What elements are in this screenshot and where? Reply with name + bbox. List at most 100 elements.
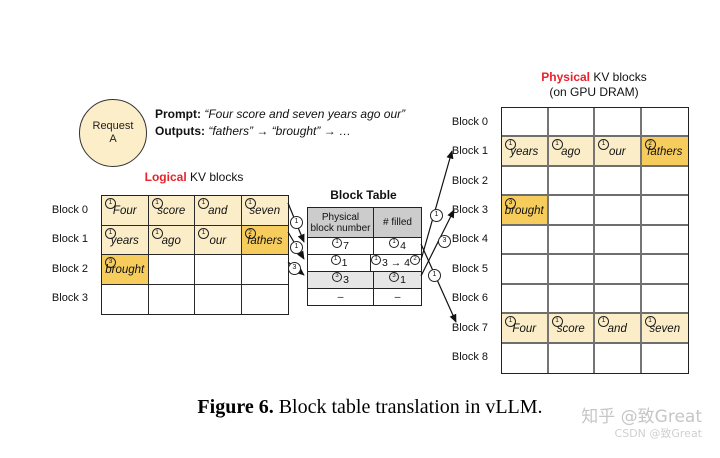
cell-value: – bbox=[394, 291, 401, 303]
kv-cell bbox=[595, 108, 642, 138]
step-badge: 1 bbox=[290, 241, 303, 254]
step-badge: 1 bbox=[332, 238, 343, 248]
step-badge: 1 bbox=[330, 255, 341, 265]
outputs-line: Outputs: “fathers” → “brought” → … bbox=[155, 123, 405, 140]
slot-number-badge: 3 bbox=[105, 257, 116, 268]
kv-cell bbox=[595, 343, 642, 373]
step-badge: 3 bbox=[438, 235, 451, 248]
kv-cell bbox=[548, 255, 595, 285]
kv-cell-word: and bbox=[208, 205, 228, 217]
kv-cell-word: ago bbox=[561, 146, 581, 159]
kv-cell bbox=[641, 285, 688, 315]
kv-cell bbox=[241, 255, 288, 285]
row-label: Block 8 bbox=[451, 351, 488, 364]
request-label-line2: A bbox=[109, 133, 117, 145]
col-header-physical-block-number: Physical block number bbox=[308, 208, 374, 237]
kv-cell bbox=[502, 255, 549, 285]
kv-cell bbox=[641, 226, 688, 256]
slot-number-badge: 3 bbox=[505, 198, 516, 210]
slot-number-badge: 1 bbox=[598, 316, 609, 328]
kv-cell bbox=[502, 108, 549, 138]
kv-cell-word: fathers bbox=[247, 234, 283, 247]
row-label: Block 3 bbox=[451, 204, 488, 217]
kv-cell-word: Four bbox=[112, 205, 137, 217]
step-badge: 3 bbox=[332, 272, 343, 282]
row-label: Block 6 bbox=[451, 292, 488, 305]
kv-cell bbox=[641, 255, 688, 285]
cell-value: 3 bbox=[343, 274, 349, 286]
caption-text: Block table translation in vLLM. bbox=[273, 396, 543, 418]
step-badge: 1 bbox=[370, 255, 381, 265]
request-a-badge: Request A bbox=[79, 99, 147, 167]
kv-cell-word: brought bbox=[105, 264, 145, 276]
slot-number-badge: 1 bbox=[644, 316, 656, 328]
kv-cell bbox=[548, 225, 595, 256]
prompt-text: “Four score and seven years ago our” bbox=[204, 107, 406, 121]
kv-cell-word: years bbox=[510, 146, 539, 159]
kv-cell bbox=[595, 225, 642, 256]
slot-number-badge: 1 bbox=[598, 139, 609, 151]
step-badge: 1 bbox=[290, 216, 303, 229]
caption-number: Figure 6. bbox=[197, 396, 274, 418]
figure-caption: Figure 6. Block table translation in vLL… bbox=[20, 396, 720, 419]
step-badge: 1 bbox=[430, 209, 443, 222]
slot-number-badge: 1 bbox=[198, 198, 209, 209]
kv-cell-word: years bbox=[110, 234, 139, 247]
kv-cell-word: and bbox=[607, 323, 627, 336]
slot-number-badge: 1 bbox=[551, 139, 563, 151]
slot-number-badge: 2 bbox=[644, 139, 656, 151]
row-label: Block 1 bbox=[451, 145, 488, 158]
kv-cell bbox=[641, 167, 688, 197]
step-badge: 3 bbox=[288, 262, 301, 275]
kv-cell-word: our bbox=[209, 234, 227, 247]
block-table-row: –– bbox=[308, 289, 421, 305]
cell-value: 4 bbox=[400, 240, 406, 252]
slot-number-badge: 1 bbox=[505, 139, 516, 151]
kv-cell bbox=[149, 284, 195, 314]
step-badge: 1 bbox=[428, 269, 441, 282]
slot-number-badge: 2 bbox=[244, 227, 256, 239]
slot-number-badge: 1 bbox=[244, 198, 256, 209]
kv-cell-word: seven bbox=[249, 205, 281, 217]
kv-cell bbox=[548, 108, 595, 138]
kv-cell-word: ago bbox=[161, 234, 181, 247]
step-badge: 3 bbox=[389, 272, 400, 282]
block-table-cell: – bbox=[374, 289, 421, 305]
logical-title-accent: Logical bbox=[144, 170, 187, 184]
block-table-header: Physical block number # filled bbox=[308, 208, 421, 238]
kv-cell bbox=[502, 166, 549, 197]
row-label: Block 1 bbox=[51, 233, 88, 246]
block-table-title: Block Table bbox=[330, 188, 397, 202]
kv-cell bbox=[195, 255, 242, 285]
physical-title-rest: KV blocks bbox=[590, 70, 647, 84]
cell-value: – bbox=[337, 291, 344, 303]
watermark-csdn: CSDN @致Great bbox=[614, 427, 702, 440]
request-label-line1: Request bbox=[92, 120, 134, 132]
row-label: Block 5 bbox=[451, 262, 488, 275]
kv-cell bbox=[641, 196, 688, 226]
row-label: Block 3 bbox=[51, 292, 88, 305]
prompt-line: Prompt: “Four score and seven years ago … bbox=[155, 106, 405, 123]
outputs-label: Outputs: bbox=[155, 124, 205, 138]
physical-title-line: Physical KV blocks bbox=[501, 70, 687, 85]
